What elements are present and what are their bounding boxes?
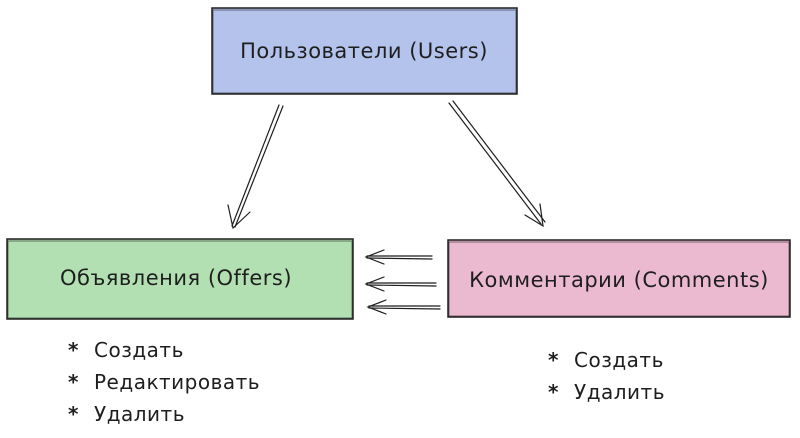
comments-box-rect <box>447 239 791 318</box>
list-item: * Удалить <box>68 398 260 430</box>
users-box-label: Пользователи (Users) <box>240 39 488 63</box>
offers-box-label: Объявления (Offers) <box>60 266 292 290</box>
bullet: * <box>68 402 79 426</box>
bullet: * <box>68 370 79 394</box>
arrow-users-to-offers <box>227 104 284 230</box>
bullet: * <box>68 338 79 362</box>
list-item: * Редактировать <box>68 366 260 398</box>
list-item-text: Удалить <box>574 380 665 404</box>
offers-box[interactable]: Объявления (Offers) <box>6 238 354 320</box>
comments-box[interactable]: Комментарии (Comments) <box>447 239 791 318</box>
arrow-comments-to-offers-2 <box>364 276 437 292</box>
list-item-text: Редактировать <box>94 370 261 394</box>
bullet: * <box>548 380 559 404</box>
list-item-text: Удалить <box>94 402 185 426</box>
arrow-users-to-comments <box>448 100 546 228</box>
users-box-rect <box>211 7 518 95</box>
list-item: * Создать <box>68 334 260 366</box>
comments-box-label: Комментарии (Comments) <box>469 268 769 292</box>
list-item-text: Создать <box>94 338 184 362</box>
comments-actions-list: * Создать * Удалить <box>548 344 665 408</box>
offers-box-rect <box>6 238 354 320</box>
list-item: * Удалить <box>548 376 665 408</box>
arrow-comments-to-offers-3 <box>366 299 441 315</box>
list-item-text: Создать <box>574 348 664 372</box>
users-box[interactable]: Пользователи (Users) <box>211 7 518 95</box>
list-item: * Создать <box>548 344 665 376</box>
offers-actions-list: * Создать * Редактировать * Удалить <box>68 334 260 430</box>
bullet: * <box>548 348 559 372</box>
arrow-comments-to-offers-1 <box>364 249 433 265</box>
